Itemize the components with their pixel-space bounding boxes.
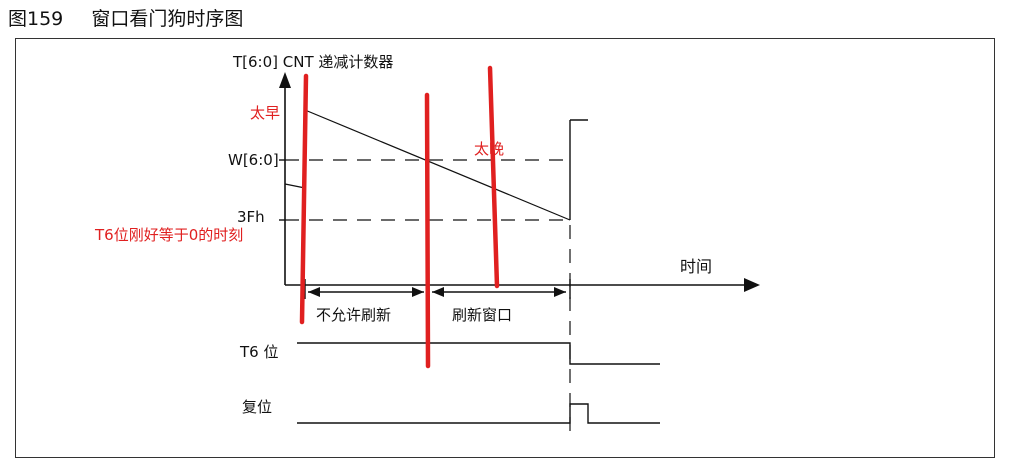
timing-diagram: T[6:0] CNT 递减计数器 时间 W[6:0] 3Fh 不允许刷新 刷新窗… <box>94 53 760 438</box>
not-allowed-label: 不允许刷新 <box>316 306 391 324</box>
t6-signal-label: T6 位 <box>239 343 278 361</box>
red-mark-too-early <box>299 73 309 325</box>
not-allowed-arrow-left <box>308 287 320 297</box>
x-axis-arrow <box>744 278 760 292</box>
refresh-window-label: 刷新窗口 <box>452 306 512 324</box>
y-tick-w-label: W[6:0] <box>228 151 279 169</box>
reset-signal-label: 复位 <box>242 398 272 416</box>
too-late-annotation: 太晚 <box>474 140 504 158</box>
counter-decrement-line <box>304 109 571 221</box>
red-mark-too-late <box>487 65 500 289</box>
y-tick-3f-label: 3Fh <box>237 208 265 226</box>
counter-line-start <box>284 183 306 189</box>
y-axis-label: T[6:0] CNT 递减计数器 <box>232 53 393 71</box>
t6-zero-annotation: T6位刚好等于0的时刻 <box>94 226 243 244</box>
red-mark-window-open <box>424 92 431 369</box>
refresh-window-arrow-right <box>554 287 566 297</box>
reset-signal-waveform <box>297 403 660 424</box>
figure-title: 窗口看门狗时序图 <box>91 8 244 30</box>
figure-caption: 图159 窗口看门狗时序图 <box>6 4 243 31</box>
y-axis-arrow <box>279 72 291 88</box>
figure-number: 图159 <box>8 8 64 30</box>
t6-signal-waveform <box>297 342 660 365</box>
x-axis-label: 时间 <box>680 257 712 276</box>
not-allowed-arrow-right <box>412 287 424 297</box>
too-early-annotation: 太早 <box>250 104 280 122</box>
refresh-window-arrow-left <box>432 287 444 297</box>
